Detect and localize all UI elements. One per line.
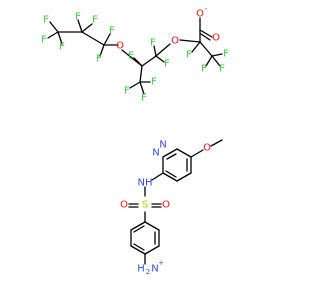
f-atom: F (151, 77, 157, 88)
molecule-diagram: F F F F F F F F F F F F F F F F F O O O … (41, 5, 230, 277)
sulfur-atoms: S (142, 200, 148, 211)
f-atom: F (75, 12, 81, 23)
anilinium-n: N (151, 264, 158, 275)
f-atom: F (43, 15, 49, 26)
f-atom: F (109, 26, 115, 37)
cation-bonds (128, 139, 223, 265)
sulfonyl-oxygen: O (162, 200, 170, 211)
f-atom: F (164, 59, 170, 70)
f-atom: F (141, 93, 147, 104)
cation-oxygen-atoms: O O O (120, 143, 211, 211)
anilinium-nitrogen: H (137, 264, 145, 275)
f-atom: F (59, 42, 65, 53)
ether-oxygen: O (171, 36, 179, 47)
negative-charge: - (205, 5, 208, 13)
fluorine-bonds (47, 19, 223, 95)
carboxylate-oxygen: O (196, 9, 204, 20)
h2-subscript: 2 (146, 268, 150, 276)
f-atom: F (96, 54, 102, 65)
carbonyl-oxygen: O (212, 33, 220, 44)
ether-oxygen: O (116, 41, 124, 52)
f-atom: F (124, 86, 130, 97)
nitrogen-atoms: N N NH H 2 N + (137, 140, 167, 277)
anion-bonds (57, 17, 213, 83)
fluorine-atoms: F F F F F F F F F F F F F F F F F (41, 12, 229, 104)
ring-nitrogen: N (152, 148, 159, 159)
f-atom: F (219, 64, 225, 75)
positive-charge: + (158, 259, 164, 267)
sulfonyl-sulfur: S (142, 200, 148, 211)
f-atom: F (92, 15, 98, 26)
anion-oxygen-atoms: O O O - O (116, 5, 220, 52)
ring-nitrogen: N (159, 140, 166, 151)
structure-drawing: F F F F F F F F F F F F F F F F F O O O … (41, 5, 229, 277)
sulfonyl-oxygen: O (120, 200, 128, 211)
f-atom: F (128, 51, 134, 62)
f-atom: F (41, 35, 47, 46)
methoxy-oxygen: O (203, 143, 211, 154)
f-atom: F (186, 50, 192, 61)
f-atom: F (201, 64, 207, 75)
f-atom: F (150, 38, 156, 49)
sulfonamide-nh: NH (138, 178, 153, 189)
f-atom: F (223, 49, 229, 60)
